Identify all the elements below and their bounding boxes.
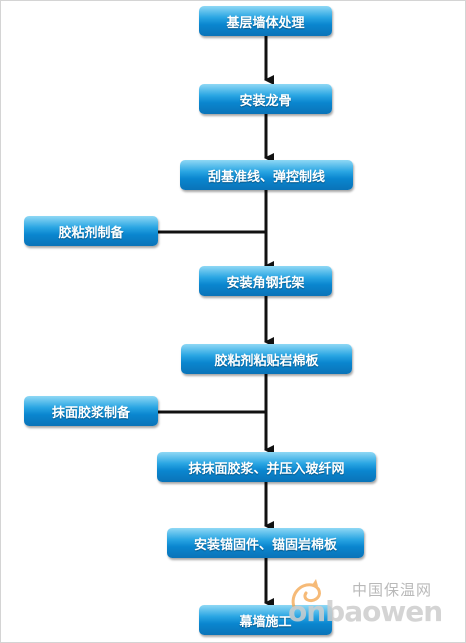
side-mortar-prep: 抹面胶浆制备 [24, 396, 158, 426]
step-mortar-mesh: 抹抹面胶浆、并压入玻纤网 [157, 452, 376, 482]
step-angle-bracket: 安装角钢托架 [199, 266, 332, 296]
step-label: 安装角钢托架 [226, 275, 305, 291]
step-label: 抹抹面胶浆、并压入玻纤网 [188, 461, 345, 477]
step-label: 刮基准线、弹控制线 [207, 169, 325, 185]
step-anchors: 安装锚固件、锚固岩棉板 [167, 528, 364, 558]
step-label: 幕墙施工 [239, 614, 292, 630]
step-label: 胶粘剂粘贴岩棉板 [214, 353, 319, 369]
side-label: 抹面胶浆制备 [51, 405, 130, 421]
step-label: 基层墙体处理 [226, 15, 305, 31]
step-reference-lines: 刮基准线、弹控制线 [180, 160, 353, 190]
step-wall-base-treatment: 基层墙体处理 [199, 6, 332, 36]
step-label: 安装锚固件、锚固岩棉板 [193, 537, 337, 553]
side-label: 胶粘剂制备 [58, 225, 124, 241]
side-adhesive-prep: 胶粘剂制备 [24, 216, 158, 246]
step-install-keel: 安装龙骨 [199, 84, 332, 114]
step-bond-rockwool: 胶粘剂粘贴岩棉板 [181, 344, 352, 374]
step-label: 安装龙骨 [239, 93, 292, 109]
step-curtain-wall: 幕墙施工 [199, 605, 332, 635]
